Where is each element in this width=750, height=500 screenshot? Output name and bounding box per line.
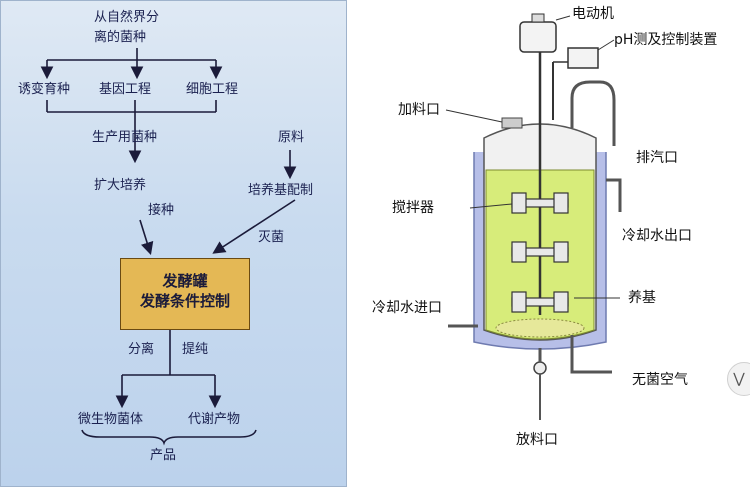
output-metabolites-label: 代谢产物 <box>188 412 241 427</box>
inoculate-label: 接种 <box>148 203 175 218</box>
expand-culture-label: 扩大培养 <box>94 178 147 193</box>
cooling-out-label: 冷却水出口 <box>622 228 692 244</box>
discharge-valve <box>533 348 547 420</box>
sterilize-label: 灭菌 <box>258 230 285 245</box>
source-label-line1: 从自然界分 <box>94 10 160 25</box>
method-genetic: 基因工程 <box>99 82 152 97</box>
leader-lines <box>445 15 620 299</box>
air-pipe <box>570 335 612 374</box>
medium-prep-label: 培养基配制 <box>248 183 314 198</box>
cooling-jacket <box>473 152 607 350</box>
flowchart-panel: 从自然界分 离的菌种 诱变育种 基因工程 细胞工程 生产用菌种 扩大培养 接种 … <box>0 0 347 487</box>
tank-title: 发酵罐 <box>162 272 208 290</box>
fermentation-tank-box: 发酵罐 发酵条件控制 <box>120 258 250 330</box>
method-mutation: 诱变育种 <box>18 82 71 97</box>
chevron-double-down-icon[interactable]: ⋁ <box>727 362 750 396</box>
discharge-label: 放料口 <box>516 432 558 448</box>
tank-subtitle: 发酵条件控制 <box>139 292 230 310</box>
stirrer-label: 搅拌器 <box>392 200 434 216</box>
motor <box>519 13 557 53</box>
output-cells-label: 微生物菌体 <box>78 412 144 427</box>
exhaust-pipe <box>570 80 616 146</box>
cooling-pipes <box>448 178 622 328</box>
flowchart-arrows <box>40 48 297 446</box>
source-label-line2: 离的菌种 <box>94 30 147 45</box>
separate-label: 分离 <box>128 342 155 357</box>
tank-body <box>483 123 597 341</box>
ph-probe <box>552 47 599 120</box>
impellers <box>511 192 569 313</box>
purify-label: 提纯 <box>182 342 209 357</box>
feed-inlet-label: 加料口 <box>398 102 440 118</box>
feed-port <box>501 117 523 129</box>
production-strain-label: 生产用菌种 <box>92 130 158 145</box>
product-label: 产品 <box>150 448 177 463</box>
motor-label: 电动机 <box>572 6 614 22</box>
medium-label: 养基 <box>628 290 656 306</box>
method-cell: 细胞工程 <box>186 82 239 97</box>
cooling-in-label: 冷却水进口 <box>372 300 442 316</box>
ph-control-label: pH测及控制装置 <box>614 32 718 48</box>
exhaust-label: 排汽口 <box>636 150 678 166</box>
sterile-air-label: 无菌空气 <box>632 372 688 388</box>
raw-material-label: 原料 <box>278 130 305 145</box>
